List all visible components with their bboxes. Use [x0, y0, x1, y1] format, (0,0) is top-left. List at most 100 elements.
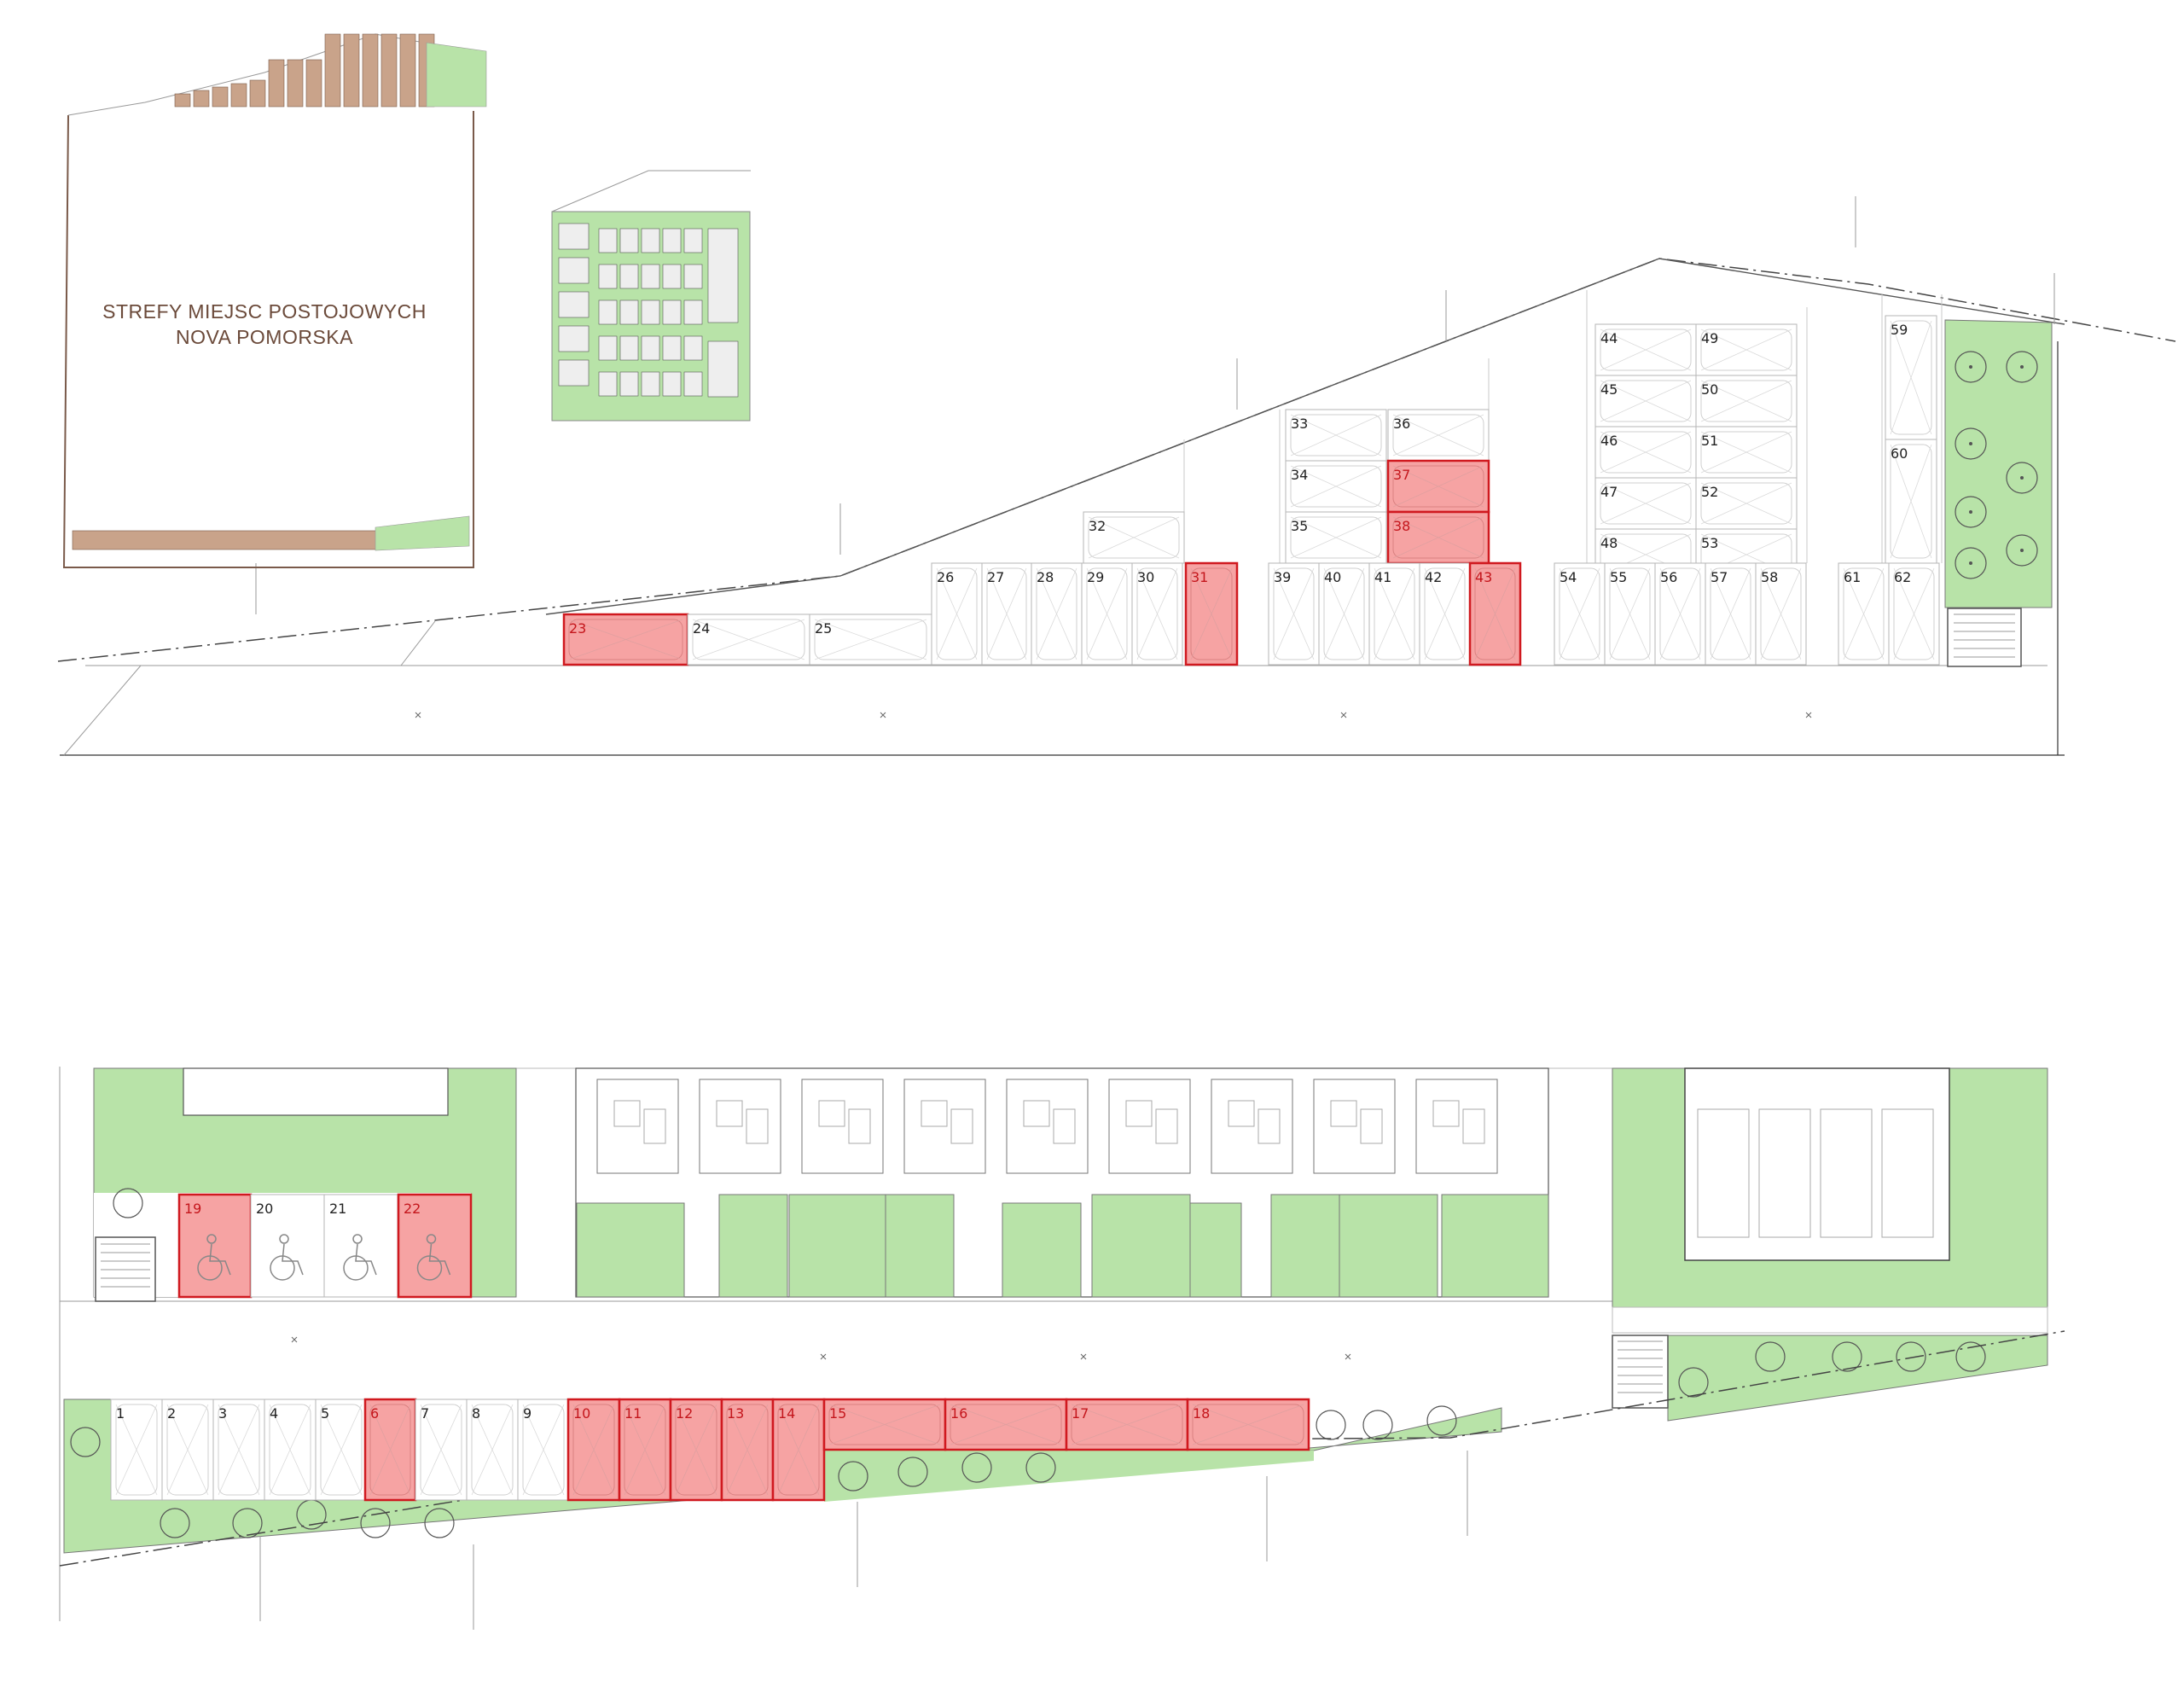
- car-cross: [1088, 516, 1180, 559]
- car-cross: [166, 1404, 209, 1496]
- parking-space-49: 49: [1695, 323, 1798, 376]
- tree-icon: [70, 1427, 101, 1457]
- parking-space-label: 45: [1600, 381, 1618, 398]
- parking-space-label: 43: [1475, 569, 1492, 585]
- tree-crown: [1955, 496, 1987, 528]
- building-right: [1684, 1067, 1950, 1261]
- garden-plot: [1339, 1194, 1438, 1298]
- masterplan-building: [683, 371, 703, 397]
- parking-space-label: 32: [1089, 518, 1106, 534]
- car-cross: [624, 1404, 666, 1496]
- masterplan-building: [619, 299, 639, 325]
- garden-plot: [885, 1194, 955, 1298]
- parking-space-5: 5: [315, 1399, 368, 1501]
- key-plan-building: [380, 33, 398, 108]
- parking-space-19: 19: [177, 1193, 253, 1299]
- parking-space-60: 60: [1885, 439, 1937, 564]
- car-cross: [572, 1404, 615, 1496]
- parking-space-34: 34: [1285, 460, 1387, 513]
- unit-outline: [1313, 1079, 1396, 1174]
- tree-icon: [160, 1508, 190, 1538]
- parking-space-62: 62: [1888, 562, 1940, 666]
- car-cross: [1600, 482, 1692, 525]
- parking-space-51: 51: [1695, 426, 1798, 479]
- key-plan-building: [212, 86, 229, 108]
- accessible-icon-head: [206, 1234, 217, 1244]
- masterplan-building: [662, 299, 682, 325]
- car-outline: [568, 619, 683, 660]
- survey-point: [1345, 1353, 1351, 1360]
- parking-space-label: 62: [1894, 569, 1911, 585]
- car-cross: [1890, 320, 1932, 435]
- garden-plot: [788, 1194, 888, 1298]
- car-outline: [1700, 380, 1792, 422]
- tree-crown: [113, 1188, 143, 1218]
- room-outline: [848, 1108, 871, 1144]
- parking-space-32: 32: [1083, 511, 1185, 564]
- key-plan-green: [426, 42, 487, 108]
- accessible-icon-body: [355, 1243, 377, 1276]
- key-plan-building-lower: [72, 530, 380, 550]
- garden-plot: [1002, 1202, 1082, 1298]
- parking-space-label: 47: [1600, 484, 1618, 500]
- tree-icon: [1955, 351, 1987, 383]
- tree-crown: [1955, 547, 1987, 579]
- room-outline: [1360, 1108, 1383, 1144]
- car-cross: [1290, 414, 1382, 456]
- parking-space-label: 55: [1610, 569, 1627, 585]
- unit-outline: [903, 1079, 986, 1174]
- parking-space-outline: [250, 1194, 325, 1298]
- car-outline: [522, 1404, 565, 1496]
- masterplan-building: [619, 228, 639, 253]
- key-plan-building: [193, 90, 210, 108]
- tree-crown: [1755, 1341, 1786, 1372]
- parking-space-label: 54: [1560, 569, 1577, 585]
- accessible-icon-head: [352, 1234, 363, 1244]
- parking-space-label: 57: [1711, 569, 1728, 585]
- car-cross: [777, 1404, 820, 1496]
- car-outline: [1290, 465, 1382, 508]
- car-outline: [1374, 567, 1415, 660]
- accessible-icon: [343, 1234, 377, 1281]
- masterplan-building: [619, 335, 639, 361]
- accessible-icon-wheel: [343, 1255, 369, 1281]
- parking-space-label: 4: [270, 1405, 278, 1422]
- parking-space-52: 52: [1695, 477, 1798, 530]
- parking-space-outline: [809, 613, 932, 666]
- car-cross: [1700, 329, 1792, 371]
- parking-space-23: 23: [562, 613, 689, 666]
- masterplan-building: [558, 257, 590, 284]
- tree-crown: [2006, 534, 2038, 567]
- tree-crown: [897, 1457, 928, 1487]
- garden-plot: [576, 1202, 685, 1298]
- car-outline: [936, 567, 978, 660]
- masterplan-edge: [551, 170, 751, 212]
- car-cross: [726, 1404, 769, 1496]
- room-outline: [1881, 1108, 1934, 1238]
- car-cross: [1323, 567, 1365, 660]
- survey-point: [1080, 1353, 1087, 1360]
- parking-space-61: 61: [1838, 562, 1890, 666]
- parking-space-label: 50: [1701, 381, 1718, 398]
- parking-space-label: 12: [676, 1405, 693, 1422]
- parking-space-label: 21: [329, 1201, 346, 1217]
- room-outline: [1155, 1108, 1178, 1144]
- plan-title-line-1: STREFY MIEJSC POSTOJOWYCH: [102, 300, 427, 323]
- survey-point: [291, 1336, 298, 1343]
- stair-block-upper: [1947, 608, 2022, 667]
- parking-space-label: 17: [1072, 1405, 1089, 1422]
- masterplan-building: [598, 299, 618, 325]
- car-outline: [471, 1404, 514, 1496]
- parking-space-label: 34: [1291, 467, 1308, 483]
- masterplan-building: [598, 335, 618, 361]
- parking-space-15: 15: [822, 1398, 947, 1451]
- parking-space-35: 35: [1285, 511, 1387, 564]
- garden-plot: [718, 1194, 788, 1298]
- tree-icon: [1955, 496, 1987, 528]
- tree-trunk: [2020, 476, 2024, 480]
- garden-plot: [1270, 1194, 1340, 1298]
- car-outline: [1071, 1404, 1183, 1445]
- parking-space-label: 9: [523, 1405, 531, 1422]
- car-cross: [320, 1404, 363, 1496]
